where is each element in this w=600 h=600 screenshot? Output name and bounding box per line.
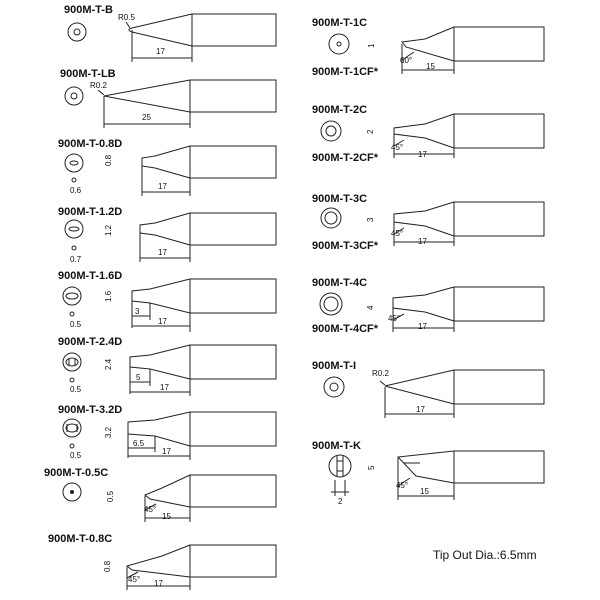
dim-label: 17 [160, 383, 169, 392]
dim-label: 0.5 [70, 320, 82, 329]
tip-label: 900M-T-3C [312, 193, 368, 205]
dim-label: 17 [156, 47, 165, 56]
tip-drawing-05c [62, 474, 277, 522]
tip-drawing-24d [62, 344, 277, 396]
tip-label: 900M-T-B [64, 4, 113, 16]
dim-label: 15 [426, 62, 435, 71]
dim-label: 15 [420, 487, 429, 496]
dim-label: 0.5 [106, 490, 115, 502]
tip-label: 900M-T-0.8C [48, 533, 113, 545]
dim-label: 45° [391, 143, 403, 152]
dim-label: 4 [366, 305, 375, 310]
tip-label: 900M-T-0.8D [58, 138, 123, 150]
tip-label-alt: 900M-T-3CF* [312, 240, 379, 252]
dim-label: 17 [158, 248, 167, 257]
dim-label: 1.6 [104, 290, 113, 302]
tip-label: 900M-T-LB [60, 68, 116, 80]
tip-label: 900M-T-2C [312, 104, 368, 116]
tip-label: 900M-T-I [312, 360, 357, 372]
dim-label: 0.8 [103, 560, 112, 572]
dim-label: 6.5 [133, 439, 145, 448]
dim-label: R0.2 [372, 369, 389, 378]
tip-label: 900M-T-1C [312, 17, 368, 29]
tip-label-alt: 900M-T-4CF* [312, 323, 379, 335]
dim-label: 17 [158, 182, 167, 191]
dim-label: 2 [366, 129, 375, 134]
dim-label: R0.2 [90, 81, 107, 90]
tip-out-diameter-note: Tip Out Dia.:6.5mm [433, 548, 537, 562]
tip-drawing-i [323, 369, 545, 418]
tip-drawing-12d [64, 212, 277, 262]
tip-label: 900M-T-4C [312, 277, 368, 289]
dim-label: 0.6 [70, 186, 82, 195]
tip-label: 900M-T-2.4D [58, 336, 123, 348]
dim-label: 3 [135, 307, 140, 316]
tip-drawing-08d [64, 145, 277, 196]
dim-label: 17 [162, 447, 171, 456]
dim-label: 1 [367, 43, 376, 48]
dim-label: 5 [367, 465, 376, 470]
dim-label: 0.7 [70, 255, 82, 264]
dim-label: 1.2 [104, 224, 113, 236]
tip-label: 900M-T-K [312, 440, 361, 452]
dim-label: 3 [366, 217, 375, 222]
dim-label: 17 [418, 150, 427, 159]
dim-label: 60° [400, 56, 412, 65]
dim-label: 0.5 [70, 385, 82, 394]
dim-label: 17 [154, 579, 163, 588]
tip-drawing-3c [320, 201, 545, 246]
tip-label: 900M-T-1.6D [58, 270, 123, 282]
tip-drawing-32d [62, 411, 277, 460]
dim-label: 5 [136, 373, 141, 382]
dim-label: 3.2 [104, 426, 113, 438]
dim-label: 0.5 [70, 451, 82, 460]
tip-label-alt: 900M-T-1CF* [312, 66, 379, 78]
tip-drawing-2c [320, 113, 545, 158]
dim-label: R0.5 [118, 13, 135, 22]
tip-drawing-lb [64, 79, 277, 128]
tip-label-alt: 900M-T-2CF* [312, 152, 379, 164]
tip-drawing-k [328, 450, 545, 500]
dim-label: 45° [388, 314, 400, 323]
dim-label: 45° [144, 505, 156, 514]
tip-label: 900M-T-1.2D [58, 206, 123, 218]
dim-label: 25 [142, 113, 151, 122]
tip-drawing-08c [125, 544, 277, 590]
dim-label: 17 [418, 322, 427, 331]
dim-label: 45° [391, 229, 403, 238]
tip-label: 900M-T-3.2D [58, 404, 123, 416]
dim-label: 2.4 [104, 358, 113, 370]
dim-label: 0.8 [104, 154, 113, 166]
tip-drawing-1c [328, 26, 545, 74]
dim-label: 45° [128, 575, 140, 584]
dim-label: 2 [338, 497, 343, 506]
dim-label: 45° [396, 481, 408, 490]
tip-drawing-16d [62, 278, 277, 332]
tip-drawing-4c [319, 286, 545, 332]
dim-label: 17 [418, 237, 427, 246]
dim-label: 15 [162, 512, 171, 521]
dim-label: 17 [416, 405, 425, 414]
dim-label: 17 [158, 317, 167, 326]
tip-drawing-b [67, 13, 277, 62]
tip-label: 900M-T-0.5C [44, 467, 109, 479]
